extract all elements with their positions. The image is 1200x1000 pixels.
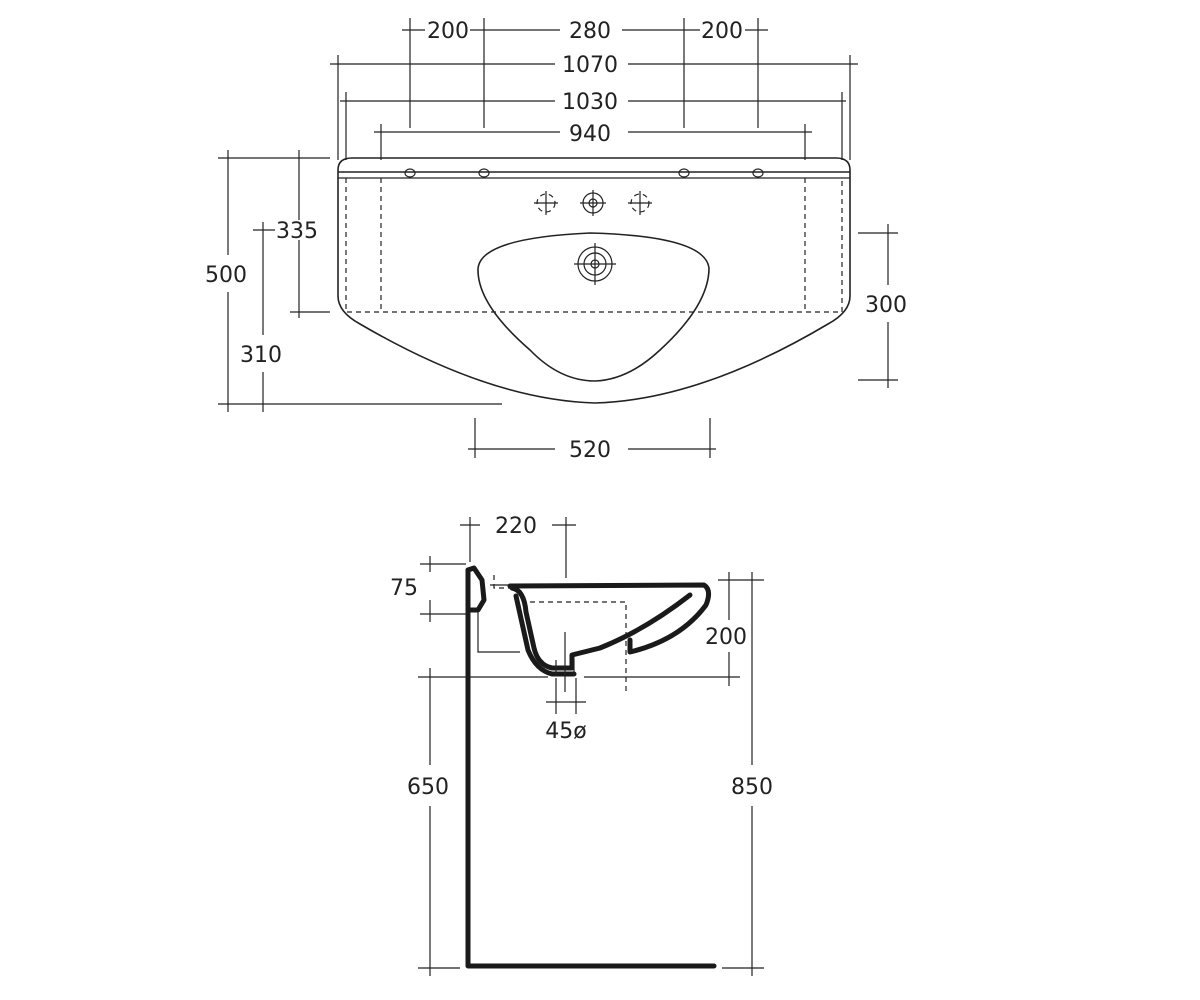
drain (574, 243, 616, 285)
dim-bowl-depth: 300 (865, 293, 907, 318)
basin-section (507, 582, 712, 655)
dim-top-width: 1030 (562, 90, 618, 115)
dim-right-spacing: 200 (701, 19, 743, 44)
dim-tap-offset: 220 (495, 514, 537, 539)
fixing-hole-4 (752, 168, 764, 178)
tap-hole-center (580, 190, 606, 216)
basin-outline (337, 157, 851, 404)
dim-total-height: 850 (731, 775, 773, 800)
fixing-hole-3 (678, 168, 690, 178)
top-view: 200 280 200 1070 1030 940 500 335 310 (205, 18, 907, 463)
dim-left-spacing: 200 (427, 19, 469, 44)
dim-overall-depth: 500 (205, 263, 247, 288)
dim-rim-height: 75 (390, 576, 418, 601)
dim-depth-below: 310 (240, 343, 282, 368)
dim-lower-height: 650 (407, 775, 449, 800)
dim-depth-ledge: 335 (276, 219, 318, 244)
dim-bowl-height: 200 (705, 625, 747, 650)
bowl-outline (477, 232, 710, 382)
dashed-section (530, 601, 627, 692)
tap-hole-left (534, 191, 558, 215)
bracket-inner (477, 612, 520, 653)
dim-bowl-width: 520 (569, 438, 611, 463)
basin-section-inner (509, 585, 693, 671)
dashed-waste (493, 575, 512, 589)
rim-bracket (465, 565, 487, 613)
fixing-hole-1 (404, 168, 416, 178)
dim-inner-width: 940 (569, 122, 611, 147)
dashed-counter-outline (345, 178, 843, 313)
tap-hole-right (628, 191, 652, 215)
wall-floor (465, 567, 717, 969)
dim-waste-diameter: 45ø (545, 719, 586, 744)
basin-outer-wall (513, 593, 577, 677)
fixing-hole-2 (478, 168, 490, 178)
dim-overall-width: 1070 (562, 53, 618, 78)
waste-outlet (555, 632, 575, 692)
dim-center-spacing: 280 (569, 19, 611, 44)
side-view: 220 75 200 45ø 650 850 (390, 514, 773, 976)
